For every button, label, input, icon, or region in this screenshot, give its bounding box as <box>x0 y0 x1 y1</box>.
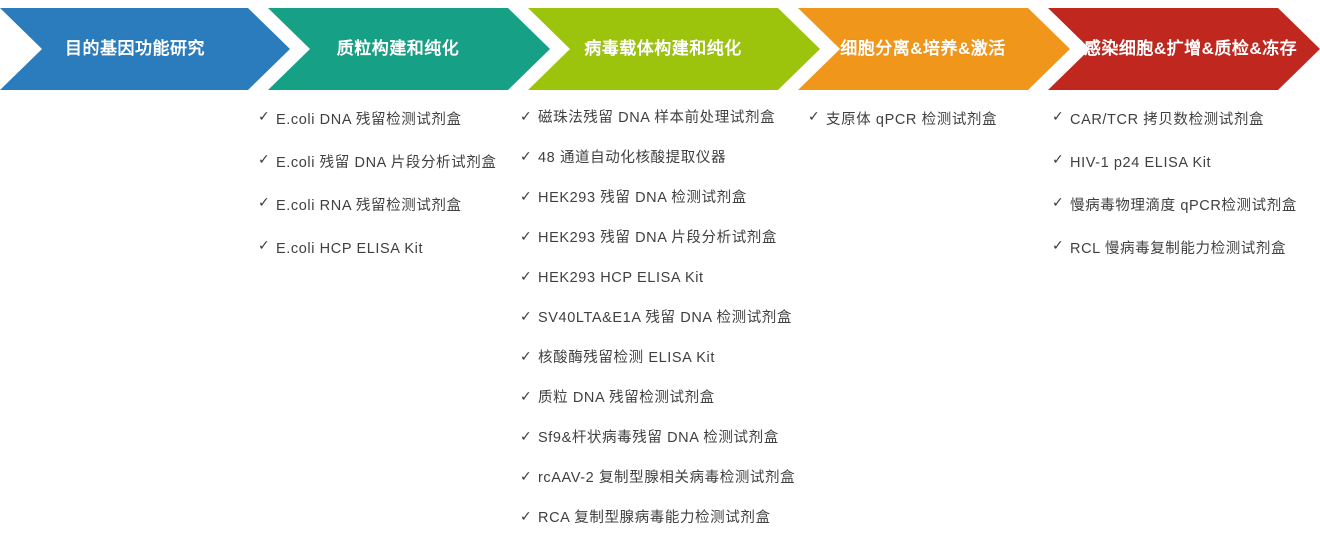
product-list-item-label: rcAAV-2 复制型腺相关病毒检测试剂盒 <box>538 470 796 486</box>
product-list-item-label: HEK293 残留 DNA 检测试剂盒 <box>538 190 747 206</box>
check-icon: ✓ <box>520 468 532 484</box>
product-list-item: ✓ E.coli DNA 残留检测试剂盒 <box>258 105 518 136</box>
process-flow-banner: 目的基因功能研究 质粒构建和纯化 病毒载体构建和纯化 细胞分离&培养&激活 病毒… <box>0 8 1320 90</box>
product-list-item-label: HEK293 HCP ELISA Kit <box>538 270 704 286</box>
stage-column-5: ✓ CAR/TCR 拷贝数检测试剂盒 ✓ HIV-1 p24 ELISA Kit ✓ 慢病… <box>1052 105 1314 277</box>
product-list-item-label: E.coli DNA 残留检测试剂盒 <box>276 112 462 128</box>
product-list-item: ✓ HIV-1 p24 ELISA Kit <box>1052 148 1314 179</box>
stage-column-3: ✓ 磁珠法残留 DNA 样本前处理试剂盒 ✓ 48 通道自动化核酸提取仪器 ✓ HEK29… <box>520 105 808 545</box>
check-icon: ✓ <box>520 388 532 404</box>
product-list-item-label: CAR/TCR 拷贝数检测试剂盒 <box>1070 112 1265 128</box>
check-icon: ✓ <box>258 151 270 167</box>
product-list-item-label: 核酸酶残留检测 ELISA Kit <box>538 350 715 366</box>
product-list-item-label: RCA 复制型腺病毒能力检测试剂盒 <box>538 510 771 526</box>
product-list-item: ✓ E.coli HCP ELISA Kit <box>258 234 518 265</box>
stage-column-2: ✓ E.coli DNA 残留检测试剂盒 ✓ E.coli 残留 DNA 片段分析试剂… <box>258 105 518 277</box>
product-list-item: ✓ Sf9&杆状病毒残留 DNA 检测试剂盒 <box>520 425 808 451</box>
check-icon: ✓ <box>520 348 532 364</box>
product-list-item: ✓ 磁珠法残留 DNA 样本前处理试剂盒 <box>520 105 808 131</box>
product-list-item-label: 慢病毒物理滴度 qPCR检测试剂盒 <box>1070 198 1297 214</box>
product-list-item-label: HEK293 残留 DNA 片段分析试剂盒 <box>538 230 778 246</box>
check-icon: ✓ <box>1052 237 1064 253</box>
check-icon: ✓ <box>520 228 532 244</box>
stage-column-4: ✓ 支原体 qPCR 检测试剂盒 <box>808 105 1052 152</box>
product-list-item: ✓ HEK293 HCP ELISA Kit <box>520 265 808 291</box>
product-list-item: ✓ 48 通道自动化核酸提取仪器 <box>520 145 808 171</box>
product-list-item: ✓ CAR/TCR 拷贝数检测试剂盒 <box>1052 105 1314 136</box>
product-list-item: ✓ RCA 复制型腺病毒能力检测试剂盒 <box>520 505 808 531</box>
product-list-item-label: 48 通道自动化核酸提取仪器 <box>538 150 727 166</box>
product-list-item: ✓ rcAAV-2 复制型腺相关病毒检测试剂盒 <box>520 465 808 491</box>
check-icon: ✓ <box>520 108 532 124</box>
check-icon: ✓ <box>258 237 270 253</box>
product-list-item: ✓ E.coli RNA 残留检测试剂盒 <box>258 191 518 222</box>
stage-chevron-1-label: 目的基因功能研究 <box>65 39 205 59</box>
stage-chevron-3-label: 病毒载体构建和纯化 <box>584 39 742 59</box>
check-icon: ✓ <box>520 148 532 164</box>
check-icon: ✓ <box>520 188 532 204</box>
product-list-item-label: SV40LTA&E1A 残留 DNA 检测试剂盒 <box>538 310 792 326</box>
check-icon: ✓ <box>1052 108 1064 124</box>
stage-chevron-3[interactable]: 病毒载体构建和纯化 <box>528 8 820 90</box>
check-icon: ✓ <box>520 508 532 524</box>
product-list-item-label: 磁珠法残留 DNA 样本前处理试剂盒 <box>538 110 776 126</box>
check-icon: ✓ <box>258 108 270 124</box>
stage-chevron-2-label: 质粒构建和纯化 <box>336 39 460 59</box>
stage-chevron-5-label: 病毒感染细胞&扩增&质检&冻存 <box>1048 39 1298 59</box>
product-list-item-label: E.coli HCP ELISA Kit <box>276 241 424 257</box>
product-list-item: ✓ SV40LTA&E1A 残留 DNA 检测试剂盒 <box>520 305 808 331</box>
product-list-item-label: E.coli 残留 DNA 片段分析试剂盒 <box>276 155 497 171</box>
check-icon: ✓ <box>520 308 532 324</box>
product-list-item: ✓ E.coli 残留 DNA 片段分析试剂盒 <box>258 148 518 179</box>
product-list-item: ✓ 支原体 qPCR 检测试剂盒 <box>808 105 1052 136</box>
check-icon: ✓ <box>808 108 820 124</box>
product-list-item-label: 质粒 DNA 残留检测试剂盒 <box>538 390 715 406</box>
product-list-item: ✓ 核酸酶残留检测 ELISA Kit <box>520 345 808 371</box>
stage-chevron-4-label: 细胞分离&培养&激活 <box>840 39 1006 59</box>
product-list-item-label: Sf9&杆状病毒残留 DNA 检测试剂盒 <box>538 430 779 446</box>
product-list-item-label: RCL 慢病毒复制能力检测试剂盒 <box>1070 241 1287 257</box>
stage-chevron-4[interactable]: 细胞分离&培养&激活 <box>798 8 1070 90</box>
product-list-item-label: 支原体 qPCR 检测试剂盒 <box>826 112 998 128</box>
product-list-item: ✓ 慢病毒物理滴度 qPCR检测试剂盒 <box>1052 191 1314 222</box>
product-list-item: ✓ 质粒 DNA 残留检测试剂盒 <box>520 385 808 411</box>
check-icon: ✓ <box>258 194 270 210</box>
stage-chevron-2[interactable]: 质粒构建和纯化 <box>268 8 550 90</box>
stage-chevron-1[interactable]: 目的基因功能研究 <box>0 8 290 90</box>
stage-chevron-5[interactable]: 病毒感染细胞&扩增&质检&冻存 <box>1048 8 1320 90</box>
stage-product-columns: ✓ E.coli DNA 残留检测试剂盒 ✓ E.coli 残留 DNA 片段分析试剂… <box>0 105 1320 548</box>
check-icon: ✓ <box>520 268 532 284</box>
product-list-item: ✓ HEK293 残留 DNA 检测试剂盒 <box>520 185 808 211</box>
product-list-item: ✓ HEK293 残留 DNA 片段分析试剂盒 <box>520 225 808 251</box>
check-icon: ✓ <box>520 428 532 444</box>
product-list-item-label: HIV-1 p24 ELISA Kit <box>1070 155 1212 171</box>
product-list-item-label: E.coli RNA 残留检测试剂盒 <box>276 198 462 214</box>
product-list-item: ✓ RCL 慢病毒复制能力检测试剂盒 <box>1052 234 1314 265</box>
check-icon: ✓ <box>1052 194 1064 210</box>
check-icon: ✓ <box>1052 151 1064 167</box>
